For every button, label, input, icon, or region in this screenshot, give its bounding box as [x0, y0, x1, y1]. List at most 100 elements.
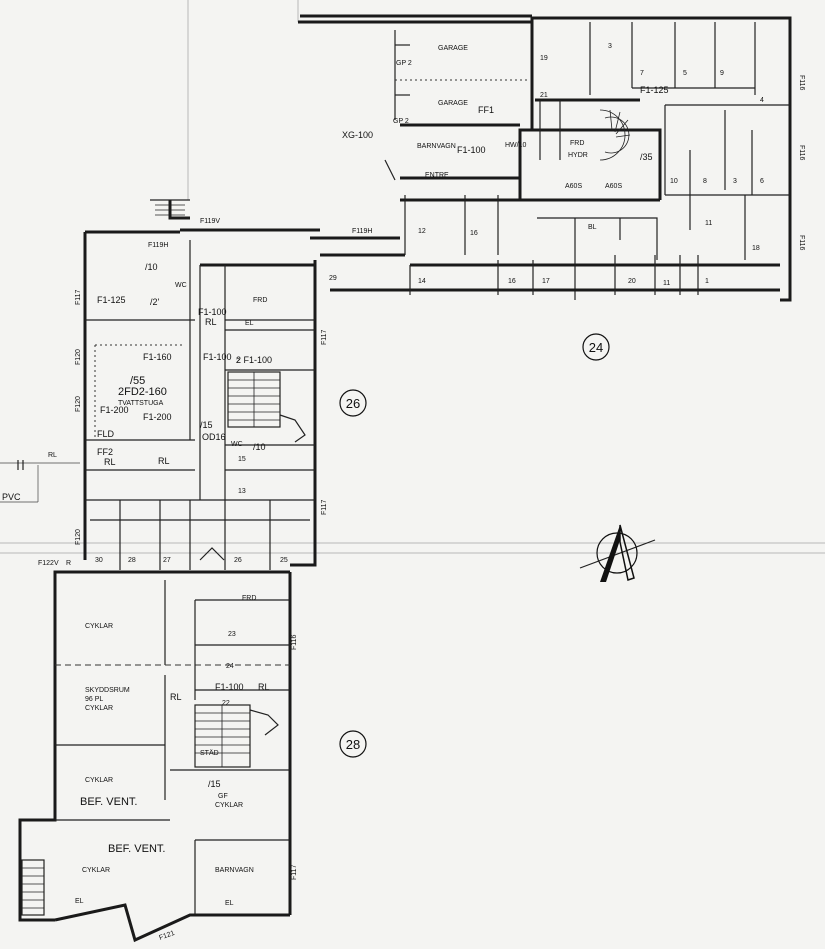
room-number: 10: [670, 178, 678, 185]
room-barnvagn-bottom: BARNVAGN: [215, 867, 254, 874]
room-tvattstuga: TVATTSTUGA: [118, 400, 164, 407]
note-ff2: FF2: [97, 447, 113, 457]
room-number: 18: [752, 245, 760, 252]
room-entre: ENTRE: [425, 172, 449, 179]
room-frd-mid: FRD: [253, 297, 267, 304]
note-xg100: XG-100: [342, 130, 373, 140]
room-frd-top: FRD: [570, 140, 584, 147]
note-f121: F121: [158, 930, 175, 942]
middle-building: [85, 240, 317, 574]
note-f119h-b: F119H: [352, 228, 373, 235]
room-number: 3: [733, 178, 737, 185]
room-frd-lower: FRD: [242, 595, 256, 602]
room-number: 15: [238, 456, 246, 463]
room-stad: STÄD: [200, 749, 219, 757]
note-slash10-b: /10: [253, 442, 266, 452]
room-number: 16: [470, 230, 478, 237]
note-slash15-b: /15: [208, 779, 221, 789]
note-gp2-b: GP 2: [393, 118, 409, 125]
room-garage-2: GARAGE: [438, 100, 468, 107]
room-labels: GARAGE GARAGE BARNVAGN ENTRE FRD HYDR FR…: [82, 45, 588, 874]
room-number: 25: [280, 557, 288, 564]
note-bef-vent-1: BEF. VENT.: [80, 796, 137, 808]
room-garage-1: GARAGE: [438, 45, 468, 52]
note-f1100-c: 2 F1-100: [236, 355, 272, 365]
room-numbers: 19 3 7 5 9 21 4 10 8 3 6 12 16 11 18 14 …: [95, 43, 764, 707]
note-f1125-top: F1-125: [640, 85, 669, 95]
room-wc-2: WC: [231, 441, 243, 448]
note-f1100-barnvagn: F1-100: [457, 145, 486, 155]
reference-lines: [0, 0, 825, 554]
note-f120-c: F120: [75, 529, 82, 545]
room-number: 28: [128, 557, 136, 564]
note-f122v: F122V: [38, 560, 59, 567]
room-skyddsrum: SKYDDSRUM: [85, 687, 130, 694]
room-barnvagn-top: BARNVAGN: [417, 143, 456, 150]
note-slash55: /55: [130, 375, 145, 387]
room-number: 27: [163, 557, 171, 564]
north-wing: [298, 14, 792, 302]
room-skyddsrum-cyklar: CYKLAR: [85, 705, 113, 712]
room-number: 26: [234, 557, 242, 564]
note-r: R: [66, 560, 71, 567]
note-f1200-b: F1-200: [143, 412, 172, 422]
room-number: 20: [628, 278, 636, 285]
room-gf-cyklar: CYKLAR: [215, 802, 243, 809]
note-f116-c: F116: [798, 235, 805, 251]
note-f117-b: F117: [321, 329, 328, 345]
note-gp2-a: GP 2: [396, 60, 412, 67]
note-f117-a: F117: [75, 289, 82, 305]
note-f120-a: F120: [75, 349, 82, 365]
corridor: [83, 199, 320, 560]
room-number: 7: [640, 70, 644, 77]
building-24-circle: [582, 333, 610, 361]
building-26-label: 26: [346, 396, 360, 411]
room-number: 1: [705, 278, 709, 285]
room-cyklar-4: CYKLAR: [82, 867, 110, 874]
building-26-circle: [339, 389, 367, 417]
note-slash10-a: /10: [145, 262, 158, 272]
note-f1160: F1-160: [143, 352, 172, 362]
note-slash35: /35: [640, 152, 653, 162]
room-number: 11: [663, 280, 670, 287]
room-number: 14: [418, 278, 426, 285]
room-hydr: HYDR: [568, 152, 588, 159]
room-number: 8: [703, 178, 707, 185]
note-f1125-left: F1-125: [97, 295, 126, 305]
building-24-label: 24: [589, 340, 603, 355]
note-f119h-a: F119H: [148, 242, 169, 249]
room-number: 3: [608, 43, 612, 50]
room-number: 5: [683, 70, 687, 77]
note-f1200-a: F1-200: [100, 405, 129, 415]
note-f117-c: F117: [321, 499, 328, 515]
building-28-label: 28: [346, 737, 360, 752]
note-f1100-b: F1-100: [203, 352, 232, 362]
note-bef-vent-2: BEF. VENT.: [108, 843, 165, 855]
room-number: 22: [222, 700, 230, 707]
note-bl: BL: [588, 224, 597, 231]
note-f120-b: F120: [75, 396, 82, 412]
note-rl-6: RL: [258, 682, 270, 692]
note-fld: FLD: [97, 429, 115, 439]
note-rl-4: RL: [158, 456, 170, 466]
annotations: GP 2 GP 2 FF1 XG-100 F1-100 HW/10 F1-125…: [2, 60, 805, 942]
room-number: 17: [542, 278, 550, 285]
note-od16: OD16: [202, 432, 226, 442]
room-skyddsrum-pl: 96 PL: [85, 696, 103, 703]
room-number: 6: [760, 178, 764, 185]
note-slash2: /2': [150, 297, 160, 307]
note-f1100-a: F1-100: [198, 307, 227, 317]
room-number: 23: [228, 631, 236, 638]
room-number: 29: [329, 275, 337, 282]
note-hw10: HW/10: [505, 142, 527, 149]
room-number: 2: [236, 358, 240, 365]
note-a60s-1: A60S: [565, 183, 582, 190]
note-rl-5: RL: [170, 692, 182, 702]
note-a60s-2: A60S: [605, 183, 622, 190]
note-f117-d: F117: [291, 864, 298, 880]
note-ff1: FF1: [478, 105, 494, 115]
room-number: 9: [720, 70, 724, 77]
note-f116-a: F116: [798, 75, 805, 91]
room-number: 16: [508, 278, 516, 285]
